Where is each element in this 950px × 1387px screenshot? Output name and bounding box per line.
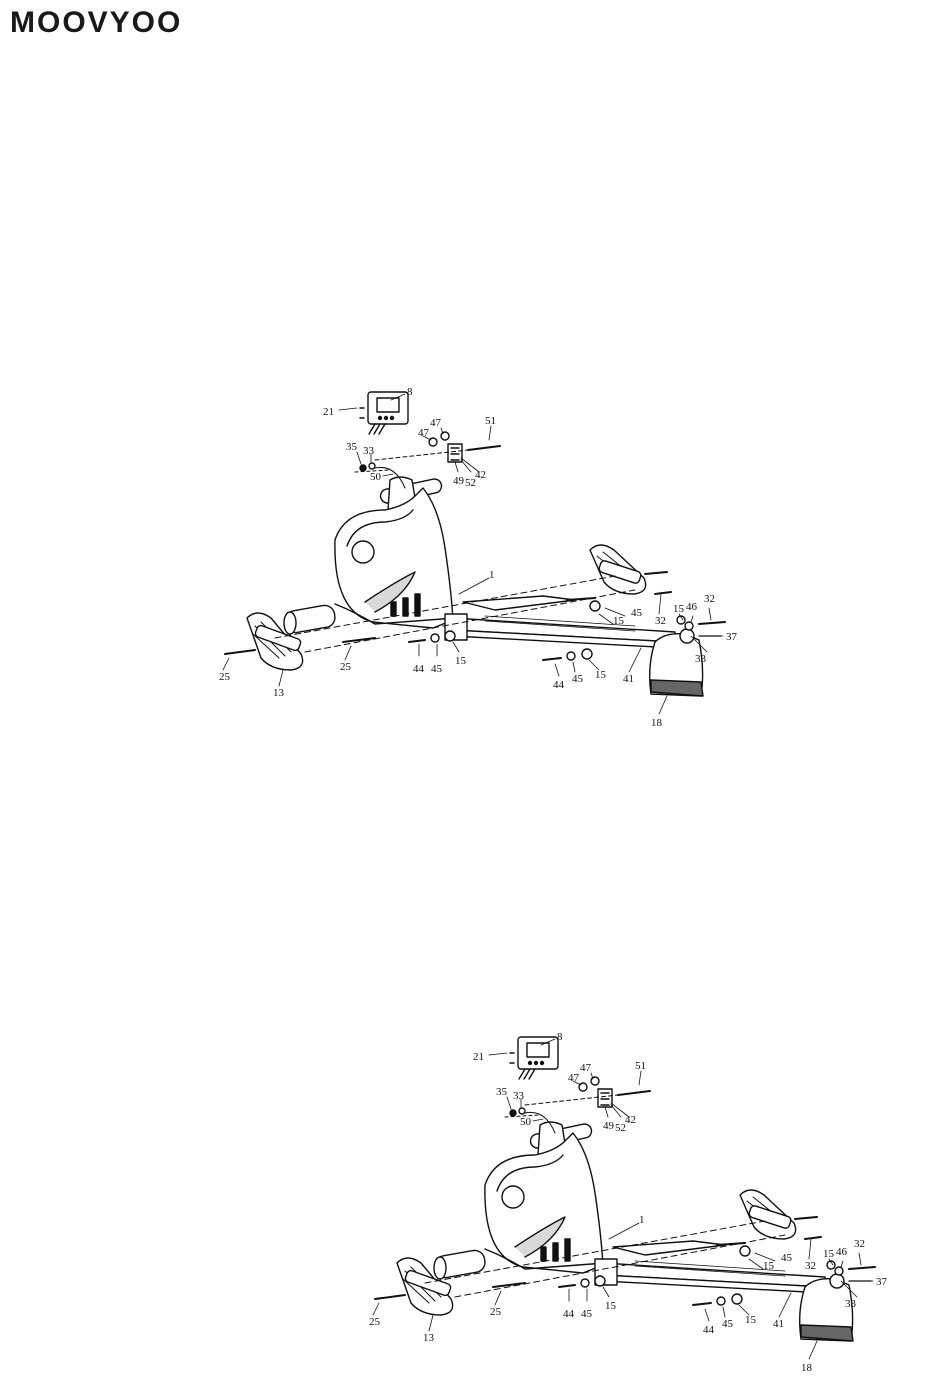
part-number-42: 42: [625, 1114, 636, 1126]
part-number-41: 41: [623, 673, 634, 685]
part-number-32b: 32: [854, 1238, 865, 1250]
part-number-32b: 32: [704, 593, 715, 605]
part-number-25a: 25: [369, 1316, 381, 1328]
part-number-8: 8: [557, 1031, 563, 1043]
right-pedal-part: [740, 1190, 796, 1239]
part-number-49: 49: [453, 475, 465, 487]
brand-logo: MOOVYOO: [10, 6, 182, 40]
part-number-45c: 45: [722, 1318, 734, 1330]
rowing-machine-drawing: 21 8 47 47 51 35 33 50 49 52 42 1 45 15 …: [365, 1025, 905, 1377]
rail-part: [445, 596, 675, 648]
main-frame-part: [485, 1133, 605, 1273]
part-number-45b: 45: [581, 1308, 593, 1320]
part-number-13: 13: [423, 1332, 435, 1344]
part-number-33b: 33: [695, 653, 707, 665]
part-number-13: 13: [273, 687, 285, 699]
exploded-view-diagram-2: 21 8 47 47 51 35 33 50 49 52 42 1 45 15 …: [365, 1025, 905, 1377]
part-number-33a: 33: [513, 1090, 525, 1102]
part-number-47b: 47: [580, 1062, 592, 1074]
part-number-15d: 15: [595, 669, 607, 681]
bracket-part: [429, 432, 462, 462]
part-number-46: 46: [686, 601, 698, 613]
bolt-51: [468, 446, 500, 450]
part-number-25a: 25: [219, 671, 231, 683]
main-frame-part: [335, 488, 455, 628]
right-pedal-part: [590, 545, 646, 594]
part-number-25b: 25: [340, 661, 352, 673]
part-number-35: 35: [496, 1086, 508, 1098]
part-number-33b: 33: [845, 1298, 857, 1310]
part-number-1: 1: [639, 1214, 645, 1226]
part-number-47b: 47: [430, 417, 442, 429]
part-number-15a: 15: [613, 615, 625, 627]
front-stabilizer-part: [283, 604, 336, 634]
part-number-37: 37: [876, 1276, 888, 1288]
part-number-49: 49: [603, 1120, 615, 1132]
part-number-15b: 15: [673, 603, 685, 615]
part-number-44b: 44: [703, 1324, 715, 1336]
part-number-45a: 45: [781, 1252, 793, 1264]
rowing-machine-drawing: 21 8 47 47 51 35 33 50 49 52 42 1 45 15 …: [215, 380, 755, 732]
part-number-1: 1: [489, 569, 495, 581]
monitor-part: [510, 1037, 558, 1079]
part-number-21: 21: [323, 406, 334, 418]
part-number-15c: 15: [605, 1300, 617, 1312]
monitor-part: [360, 392, 408, 434]
part-number-44a: 44: [413, 663, 425, 675]
part-number-44b: 44: [553, 679, 565, 691]
part-number-37: 37: [726, 631, 738, 643]
part-number-15c: 15: [455, 655, 467, 667]
part-number-46: 46: [836, 1246, 848, 1258]
bolt-51: [618, 1091, 650, 1095]
part-number-32a: 32: [805, 1260, 816, 1272]
part-number-33a: 33: [363, 445, 375, 457]
part-number-8: 8: [407, 386, 413, 398]
part-number-25b: 25: [490, 1306, 502, 1318]
part-number-50: 50: [370, 471, 382, 483]
part-number-18: 18: [651, 717, 663, 729]
part-number-50: 50: [520, 1116, 532, 1128]
part-number-15b: 15: [823, 1248, 835, 1260]
part-number-45b: 45: [431, 663, 443, 675]
part-number-45a: 45: [631, 607, 643, 619]
part-number-45c: 45: [572, 673, 584, 685]
part-number-35: 35: [346, 441, 358, 453]
part-number-41: 41: [773, 1318, 784, 1330]
part-number-47a: 47: [418, 427, 430, 439]
part-number-32a: 32: [655, 615, 666, 627]
part-number-51: 51: [635, 1060, 646, 1072]
bolt-25a: [375, 1295, 405, 1299]
bolt-25a: [225, 650, 255, 654]
rail-part: [595, 1241, 825, 1293]
part-number-47a: 47: [568, 1072, 580, 1084]
part-number-42: 42: [475, 469, 486, 481]
part-number-15d: 15: [745, 1314, 757, 1326]
part-number-44a: 44: [563, 1308, 575, 1320]
front-stabilizer-part: [433, 1249, 486, 1279]
part-number-15a: 15: [763, 1260, 775, 1272]
bracket-part: [579, 1077, 612, 1107]
exploded-view-diagram-1: 21 8 47 47 51 35 33 50 49 52 42 1 45 15 …: [215, 380, 755, 732]
part-number-18: 18: [801, 1362, 813, 1374]
part-number-21: 21: [473, 1051, 484, 1063]
part-number-51: 51: [485, 415, 496, 427]
